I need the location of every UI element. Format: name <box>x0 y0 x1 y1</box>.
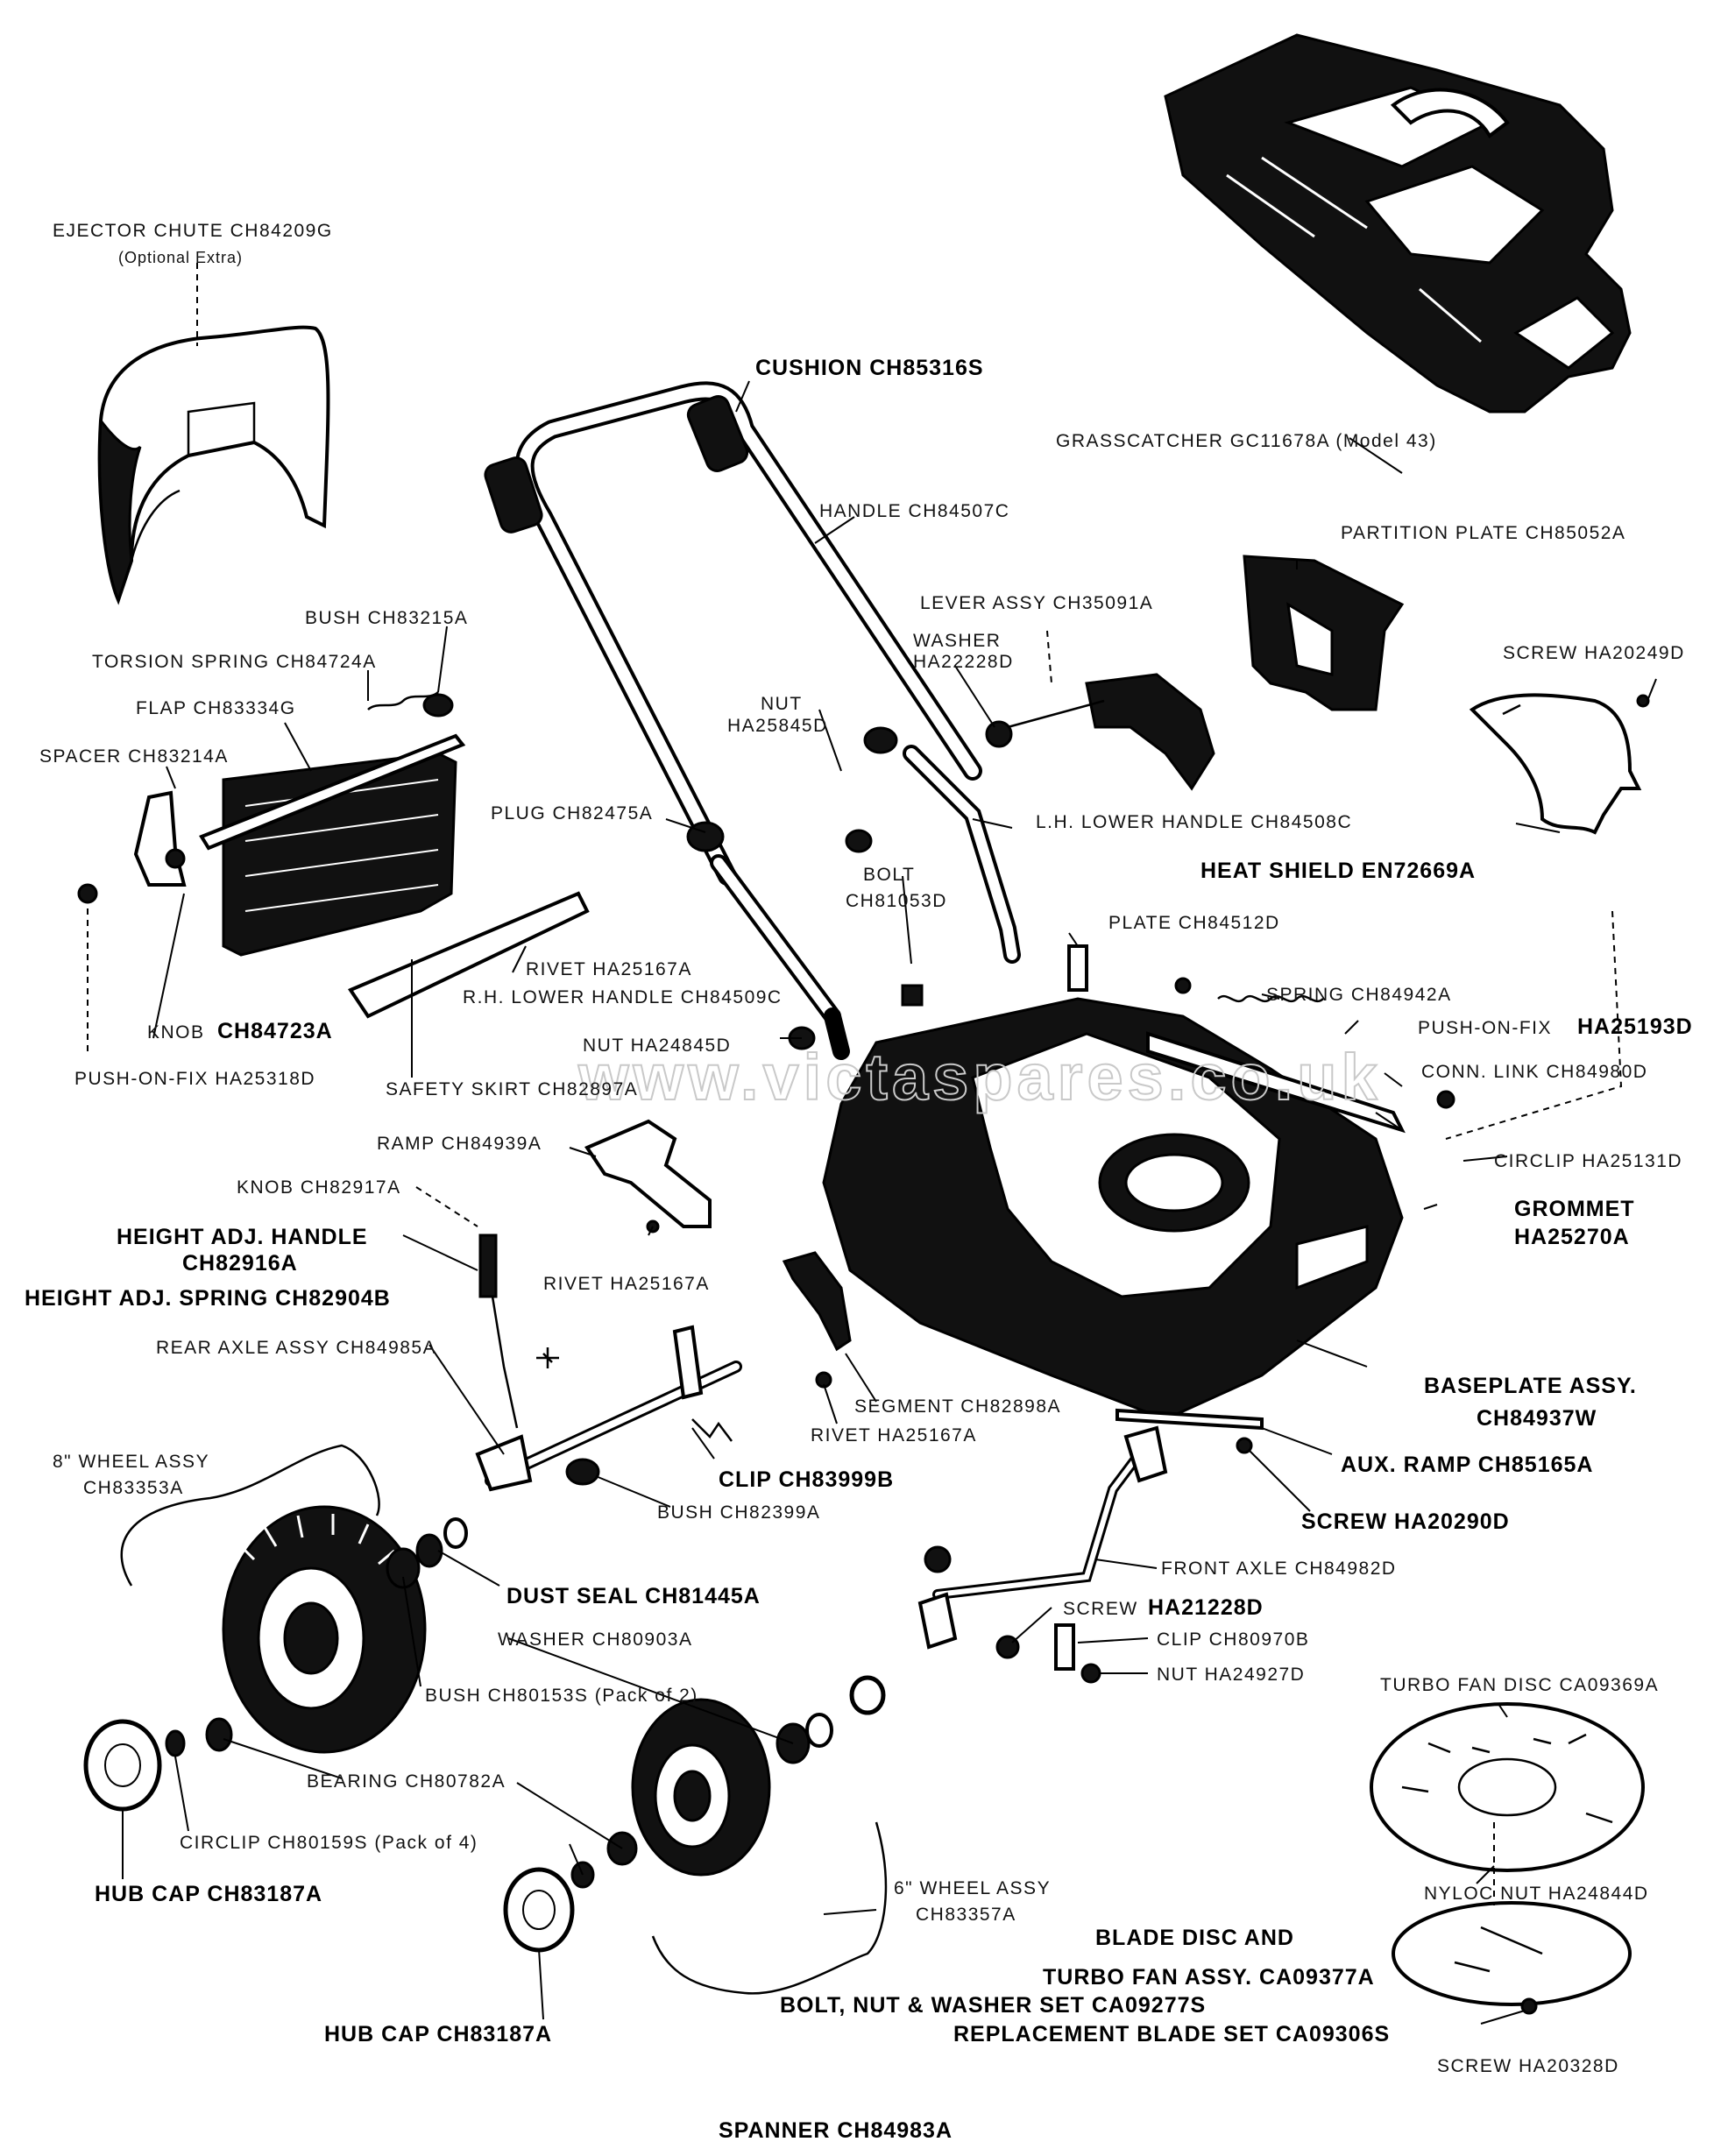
label-ejector-chute-note: (Optional Extra) <box>118 249 243 266</box>
label-screw-low: SCREW <box>1063 1599 1138 1619</box>
label-bolt-set: BOLT, NUT & WASHER SET CA09277S <box>780 1993 1206 2018</box>
label-height-adj-spring: HEIGHT ADJ. SPRING CH82904B <box>25 1286 391 1311</box>
label-bush-mid: BUSH CH82399A <box>657 1502 820 1523</box>
front-axle-drawing <box>917 1425 1168 1684</box>
label-push-on-fix-right: PUSH-ON-FIX <box>1418 1018 1552 1038</box>
label-plate: PLATE CH84512D <box>1108 913 1280 933</box>
wheel-6-drawing <box>503 1675 888 1995</box>
label-rivet-mid: RIVET HA25167A <box>543 1274 710 1294</box>
ejector-chute-drawing <box>97 325 330 605</box>
label-hub-cap-left: HUB CAP CH83187A <box>95 1882 322 1906</box>
label-rivet-low: RIVET HA25167A <box>811 1425 977 1446</box>
label-grasscatcher: GRASSCATCHER GC11678A (Model 43) <box>1056 431 1437 451</box>
lever-assy-drawing <box>985 673 1215 791</box>
label-wheel-8: 8" WHEEL ASSY <box>53 1452 209 1472</box>
wheel-8-drawing <box>83 1444 468 1812</box>
label-wheel-8-code: CH83353A <box>83 1478 184 1498</box>
label-hub-cap-right: HUB CAP CH83187A <box>324 2022 552 2046</box>
handle-drawing <box>484 381 1021 1060</box>
label-knob-flap-code: CH84723A <box>217 1019 333 1043</box>
label-plug: PLUG CH82475A <box>491 803 653 824</box>
ramp-drawing <box>584 1119 712 1234</box>
label-push-on-fix-right-code: HA25193D <box>1577 1014 1693 1039</box>
label-torsion-spring: TORSION SPRING CH84724A <box>92 652 377 672</box>
label-screw-blade: SCREW HA20328D <box>1437 2056 1619 2076</box>
label-circlip-low: CIRCLIP CH80159S (Pack of 4) <box>180 1833 478 1853</box>
label-nut-top: NUT <box>761 694 803 714</box>
label-rivet-top: RIVET HA25167A <box>526 959 692 979</box>
label-conn-link: CONN. LINK CH84980D <box>1421 1062 1647 1082</box>
label-baseplate-code: CH84937W <box>1477 1406 1597 1431</box>
label-front-axle: FRONT AXLE CH84982D <box>1161 1559 1397 1579</box>
label-grommet: GROMMET <box>1514 1197 1635 1221</box>
label-spacer: SPACER CH83214A <box>39 746 229 767</box>
label-push-on-fix-left: PUSH-ON-FIX HA25318D <box>74 1069 315 1089</box>
label-circlip-right: CIRCLIP HA25131D <box>1494 1151 1682 1171</box>
label-nut-mid: NUT HA24845D <box>583 1036 731 1056</box>
label-ejector-chute: EJECTOR CHUTE CH84209G <box>53 221 333 241</box>
partition-plate-drawing <box>1243 555 1405 711</box>
label-knob-flap: KNOB <box>147 1022 205 1043</box>
label-rh-lower-handle: R.H. LOWER HANDLE CH84509C <box>463 987 783 1007</box>
label-spring: SPRING CH84942A <box>1266 985 1452 1005</box>
label-nut-low: NUT HA24927D <box>1157 1665 1305 1685</box>
turbo-fan-drawing <box>1370 1702 1645 2015</box>
label-blade-set: REPLACEMENT BLADE SET CA09306S <box>953 2022 1390 2046</box>
baseplate-drawing <box>822 944 1404 1421</box>
label-screw-mid: SCREW HA20290D <box>1301 1509 1510 1534</box>
leader-lines <box>87 263 1657 2025</box>
label-rear-axle: REAR AXLE ASSY CH84985A <box>156 1338 436 1358</box>
label-cushion: CUSHION CH85316S <box>755 356 984 380</box>
label-screw-top: SCREW HA20249D <box>1503 643 1685 663</box>
label-heat-shield: HEAT SHIELD EN72669A <box>1200 859 1476 883</box>
label-bush-low: BUSH CH80153S (Pack of 2) <box>425 1686 698 1706</box>
label-safety-skirt: SAFETY SKIRT CH82897A <box>386 1079 638 1099</box>
label-height-adj-handle: HEIGHT ADJ. HANDLE <box>117 1225 368 1249</box>
label-nyloc-nut: NYLOC NUT HA24844D <box>1424 1884 1649 1904</box>
grasscatcher-drawing <box>1164 33 1632 414</box>
label-wheel-6: 6" WHEEL ASSY <box>894 1878 1051 1898</box>
segment-drawing <box>782 1251 852 1389</box>
label-lever-assy: LEVER ASSY CH35091A <box>920 593 1153 613</box>
label-bush-top: BUSH CH83215A <box>305 608 468 628</box>
label-segment: SEGMENT CH82898A <box>854 1396 1061 1417</box>
rear-axle-drawing <box>475 1234 742 1492</box>
label-height-adj-handle-code: CH82916A <box>182 1251 298 1276</box>
label-washer-low: WASHER CH80903A <box>498 1629 692 1650</box>
label-bearing: BEARING CH80782A <box>307 1771 506 1792</box>
flap-drawing <box>77 691 590 1019</box>
label-blade-disc: BLADE DISC AND <box>1095 1926 1294 1950</box>
label-bolt-code: CH81053D <box>846 891 947 911</box>
label-washer-top: WASHER <box>913 631 1001 651</box>
label-clip-low: CLIP CH80970B <box>1157 1629 1309 1650</box>
label-handle: HANDLE CH84507C <box>819 501 1009 521</box>
label-turbo-fan-assy: TURBO FAN ASSY. CA09377A <box>1043 1965 1375 1990</box>
label-aux-ramp: AUX. RAMP CH85165A <box>1341 1453 1593 1477</box>
label-washer-top-code: HA22228D <box>913 652 1014 672</box>
label-ramp: RAMP CH84939A <box>377 1134 542 1154</box>
label-dust-seal: DUST SEAL CH81445A <box>506 1584 761 1608</box>
watermark-text: www.victaspares.co.uk <box>577 1041 1382 1113</box>
label-bolt: BOLT <box>863 865 915 885</box>
label-screw-low-code: HA21228D <box>1148 1595 1264 1620</box>
label-knob-height: KNOB CH82917A <box>237 1177 401 1198</box>
label-partition-plate: PARTITION PLATE CH85052A <box>1341 523 1625 543</box>
label-nut-top-code: HA25845D <box>727 716 828 736</box>
label-grommet-code: HA25270A <box>1514 1225 1630 1249</box>
label-flap: FLAP CH83334G <box>136 698 296 718</box>
label-turbo-fan: TURBO FAN DISC CA09369A <box>1380 1675 1659 1695</box>
part-labels: EJECTOR CHUTE CH84209G (Optional Extra) … <box>25 221 1693 2143</box>
label-lh-lower-handle: L.H. LOWER HANDLE CH84508C <box>1036 812 1352 832</box>
label-baseplate: BASEPLATE ASSY. <box>1424 1374 1637 1398</box>
label-spanner: SPANNER CH84983A <box>719 2118 953 2143</box>
label-wheel-6-code: CH83357A <box>916 1905 1016 1925</box>
heat-shield-drawing <box>1469 693 1650 835</box>
label-clip-mid: CLIP CH83999B <box>719 1467 894 1492</box>
